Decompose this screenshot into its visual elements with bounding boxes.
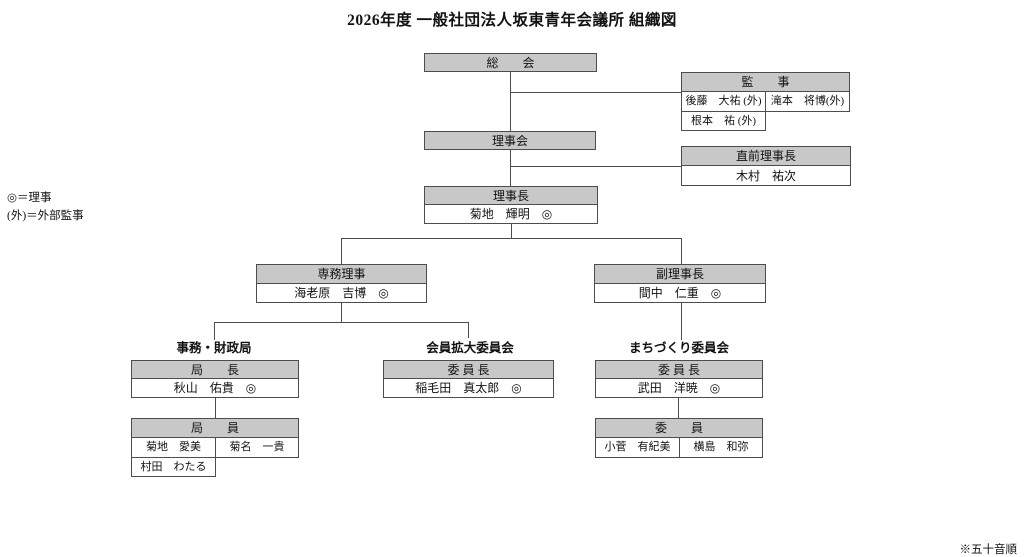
vice-president-name: 間中 仁重 ◎: [594, 283, 766, 303]
connector-line: [510, 92, 681, 93]
auditor-name-cell: 滝本 将博(外): [765, 91, 850, 112]
connector-line: [341, 302, 342, 323]
admin-finance-bureau-label: 事務・財政局: [176, 341, 252, 355]
bureau-staff-header: 局 員: [131, 418, 299, 438]
machizukuri-staff-header: 委 員: [595, 418, 763, 438]
legend-external-auditor: (外)＝外部監事: [7, 210, 84, 222]
legend-director: ◎＝理事: [7, 192, 52, 204]
bureau-staff-cell: 菊地 愛美: [131, 437, 216, 458]
executive-director-name: 海老原 吉博 ◎: [256, 283, 427, 303]
president-name: 菊地 輝明 ◎: [424, 204, 598, 224]
connector-line: [510, 166, 681, 167]
bureau-chief-name: 秋山 佑貴 ◎: [131, 378, 299, 398]
executive-director-header: 専務理事: [256, 264, 427, 284]
connector-line: [511, 223, 512, 239]
membership-expansion-committee-label: 会員拡大委員会: [426, 341, 514, 355]
auditors-header: 監 事: [681, 72, 850, 92]
connector-line: [214, 322, 215, 340]
membership-chair-name: 稲毛田 真太郎 ◎: [383, 378, 554, 398]
bureau-chief-header: 局 長: [131, 360, 299, 379]
board-of-directors-header: 理事会: [424, 131, 596, 150]
machizukuri-staff-cell: 小菅 有紀美: [595, 437, 680, 458]
president-header: 理事長: [424, 186, 598, 205]
connector-line: [341, 238, 682, 239]
immediate-past-president-header: 直前理事長: [681, 146, 851, 166]
connector-line: [681, 238, 682, 264]
auditor-name-cell: 後藤 大祐 (外): [681, 91, 766, 112]
immediate-past-president-name: 木村 祐次: [681, 165, 851, 186]
membership-chair-header: 委 員 長: [383, 360, 554, 379]
connector-line: [510, 150, 511, 186]
bureau-staff-cell: 村田 わたる: [131, 457, 216, 477]
auditor-name-cell: 根本 祐 (外): [681, 111, 766, 131]
footnote-gojuon-order: ※五十音順: [959, 544, 1018, 556]
connector-line: [214, 322, 469, 323]
connector-line: [678, 396, 679, 419]
bureau-staff-cell: 菊名 一貴: [215, 437, 299, 458]
page-title: 2026年度 一般社団法人坂東青年会議所 組織図: [347, 12, 677, 29]
general-assembly-header: 総 会: [424, 53, 597, 72]
machizukuri-committee-label: まちづくり委員会: [628, 341, 729, 355]
connector-line: [681, 302, 682, 340]
machizukuri-staff-cell: 横島 和弥: [679, 437, 763, 458]
vice-president-header: 副理事長: [594, 264, 766, 284]
connector-line: [341, 238, 342, 264]
machizukuri-chair-name: 武田 洋暁 ◎: [595, 378, 763, 398]
connector-line: [468, 322, 469, 338]
machizukuri-chair-header: 委 員 長: [595, 360, 763, 379]
connector-line: [215, 396, 216, 419]
connector-line: [510, 71, 511, 131]
